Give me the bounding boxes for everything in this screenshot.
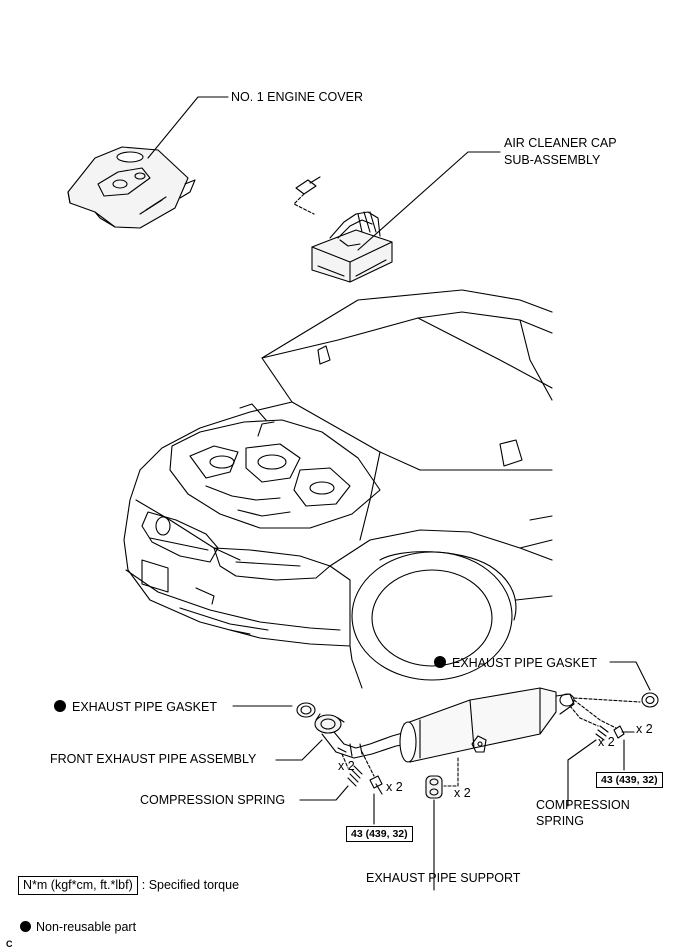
label-gasket-rear-text: EXHAUST PIPE GASKET: [452, 656, 597, 670]
label-engine-cover: NO. 1 ENGINE COVER: [231, 90, 363, 104]
qty-rear-spring: x 2: [598, 735, 615, 749]
label-air-cleaner-line1: AIR CLEANER CAP: [504, 136, 617, 150]
nonreusable-dot-icon: [434, 656, 446, 668]
support-illustration: [425, 775, 443, 799]
label-gasket-rear: EXHAUST PIPE GASKET: [434, 656, 597, 671]
label-exhaust-pipe-support: EXHAUST PIPE SUPPORT: [366, 871, 521, 885]
nonreusable-dot-icon: [54, 700, 66, 712]
label-gasket-front-text: EXHAUST PIPE GASKET: [72, 700, 217, 714]
nonreusable-dot-icon: [20, 921, 31, 932]
legend-torque-unit: N*m (kgf*cm, ft.*lbf): [18, 876, 138, 895]
label-compression-spring-rear-line2: SPRING: [536, 814, 584, 828]
label-gasket-front: EXHAUST PIPE GASKET: [54, 700, 217, 715]
torque-rear: 43 (439, 32): [596, 772, 663, 788]
qty-front-bolt: x 2: [386, 780, 403, 794]
torque-front: 43 (439, 32): [346, 826, 413, 842]
qty-front-spring: x 2: [338, 759, 355, 773]
legend-torque-desc: : Specified torque: [141, 878, 240, 892]
legend-nonreusable-text: Non-reusable part: [36, 920, 137, 934]
qty-rear-bolt: x 2: [636, 722, 653, 736]
label-compression-spring-front: COMPRESSION SPRING: [140, 793, 286, 807]
gasket-rear-illustration: [641, 692, 659, 708]
legend-nonreusable: Non-reusable part: [20, 920, 136, 935]
exhaust-illustration: [314, 687, 575, 763]
corner-mark: C: [6, 939, 13, 949]
label-air-cleaner-line2: SUB-ASSEMBLY: [504, 153, 601, 167]
air-cleaner-illustration: [311, 211, 393, 283]
gasket-front-illustration: [296, 702, 316, 718]
car-illustration: [123, 289, 553, 689]
label-compression-spring-rear-line1: COMPRESSION: [536, 798, 630, 812]
qty-support: x 2: [454, 786, 471, 800]
legend-torque: N*m (kgf*cm, ft.*lbf): Specified torque: [18, 876, 239, 895]
label-front-exhaust-pipe: FRONT EXHAUST PIPE ASSEMBLY: [50, 752, 257, 766]
engine-cover-illustration: [67, 146, 196, 229]
